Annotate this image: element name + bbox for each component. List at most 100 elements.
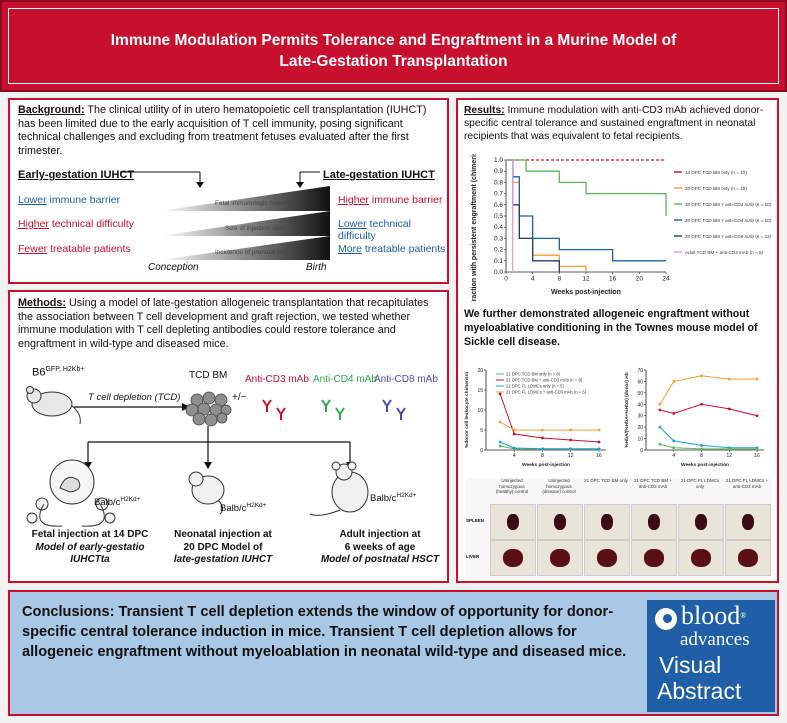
data-point: [700, 402, 703, 406]
wedge-3: [160, 236, 330, 260]
photo-column-header: 21 DPC TCD BM only: [584, 478, 628, 483]
photo-column-header: Uninjected homozygous (healthy) control: [495, 478, 529, 494]
early-arrow-icon: [196, 182, 204, 188]
liver-organ: [644, 549, 664, 567]
data-point: [672, 380, 676, 383]
x-tick-label: 16: [754, 453, 760, 459]
y-tick-label: 10: [477, 408, 483, 414]
data-point: [541, 428, 544, 432]
y-tick-label: 0: [640, 448, 643, 454]
background-paragraph: Background: The clinical utility of in u…: [18, 104, 443, 158]
data-point: [727, 407, 731, 411]
y-tick-label: 0.5: [494, 213, 503, 220]
x-axis-label: Weeks post-injection: [681, 462, 729, 468]
y-tick-label: 1.0: [494, 157, 503, 164]
y-tick-label: 5: [480, 428, 483, 434]
legend-label: 21 DPC TCD BM only (n = 8): [506, 372, 561, 377]
data-point: [512, 432, 516, 436]
wedge-label-3: Incidence of prenatal testing: [215, 249, 297, 256]
x-axis-label: Weeks post-injection: [522, 462, 570, 468]
series-line: [659, 426, 758, 449]
spleen-organ: [554, 514, 566, 530]
wedge-label-1: Fetal immunologic maturity: [215, 200, 293, 207]
plus-minus-label: +/−: [232, 392, 247, 403]
y-tick-label: 20: [637, 425, 643, 431]
data-point: [512, 446, 516, 450]
photo-column-header: 21 DPC FL LDMCs only: [680, 478, 720, 489]
background-panel: Background: The clinical utility of in u…: [8, 98, 449, 284]
data-point: [755, 447, 759, 451]
data-point: [727, 447, 731, 451]
data-point: [755, 414, 759, 418]
background-text: The clinical utility of in utero hematop…: [18, 104, 427, 157]
y-tick-label: 60: [637, 379, 643, 385]
y-tick-label: 20: [477, 368, 483, 374]
wedge-1: [160, 186, 330, 211]
y-tick-label: 0.2: [494, 247, 503, 254]
blood-advances-logo: blood® advances Visual Abstract: [647, 600, 775, 712]
methods-diagram: [26, 386, 406, 527]
late-item-1: Higher immune barrier: [338, 194, 443, 206]
methods-heading: Methods:: [18, 297, 66, 309]
conclusions-text: Conclusions: Transient T cell depletion …: [22, 604, 627, 660]
x-tick-label: 4: [531, 276, 535, 283]
spleen-photo: [584, 504, 630, 540]
y-tick-label: 30: [637, 414, 643, 420]
organ-photo-grid: Uninjected homozygous (healthy) control U…: [466, 478, 771, 578]
x-tick-label: 8: [558, 276, 562, 283]
anti-cd8-antibody-icon: [382, 399, 406, 420]
liver-organ: [503, 549, 523, 567]
spleen-organ: [695, 514, 707, 530]
wedge-label-2: Size of injection sites: [225, 225, 286, 232]
neonate-mouse-icon: [188, 471, 225, 515]
y-tick-label: 70: [637, 368, 643, 374]
data-point: [672, 439, 676, 443]
background-heading: Background:: [18, 104, 85, 116]
liver-photo: [678, 540, 724, 576]
y-tick-label: 50: [637, 391, 643, 397]
data-point: [658, 408, 662, 412]
liver-photo: [490, 540, 536, 576]
legend-label: 20 DPC TCD BM + anti-CD4 mAb (n = 10): [685, 218, 772, 223]
late-arrow-icon: [296, 182, 304, 188]
x-tick-label: 24: [662, 276, 670, 283]
tcd-bm-label: TCD BM: [189, 370, 228, 381]
early-item-3: Fewer treatable patients: [18, 243, 131, 255]
data-point: [498, 420, 502, 424]
x-tick-label: 8: [700, 453, 703, 459]
x-tick-label: 12: [582, 276, 590, 283]
logo-abstract: Abstract: [657, 678, 742, 704]
photo-column-header: Uninjected homozygous (disease) control: [542, 478, 576, 494]
liver-organ: [597, 549, 617, 567]
birth-label: Birth: [306, 262, 327, 273]
y-tick-label: 0.3: [494, 235, 503, 242]
fetal-uterus-icon: [26, 459, 116, 527]
x-tick-label: 16: [596, 453, 602, 459]
donor-mouse-icon: [26, 386, 81, 425]
spleen-organ: [648, 514, 660, 530]
late-item-3: More treatable patients: [338, 243, 446, 255]
liver-photo: [725, 540, 771, 576]
data-point: [727, 377, 731, 381]
results-subheading: We further demonstrated allogeneic engra…: [464, 308, 758, 348]
logo-blood: blood®: [681, 601, 747, 630]
data-point: [498, 440, 502, 444]
spleen-organ: [507, 514, 519, 530]
y-axis-label: Fraction with persistent engraftment (ch…: [471, 154, 478, 302]
legend-label: 21 DPC FL LDMCs + anti-CD3 mAb (n = 5): [506, 390, 587, 395]
x-tick-label: 12: [568, 453, 574, 459]
logo-visual: Visual: [659, 652, 722, 678]
legend-label: 20 DPC TCD BM + anti-CD8 mAb (n = 12): [685, 234, 772, 239]
y-tick-label: 0.4: [494, 224, 503, 231]
data-point: [569, 428, 573, 432]
data-point: [541, 436, 544, 440]
x-tick-label: 8: [541, 453, 544, 459]
data-point: [700, 374, 703, 378]
data-point: [700, 444, 703, 447]
